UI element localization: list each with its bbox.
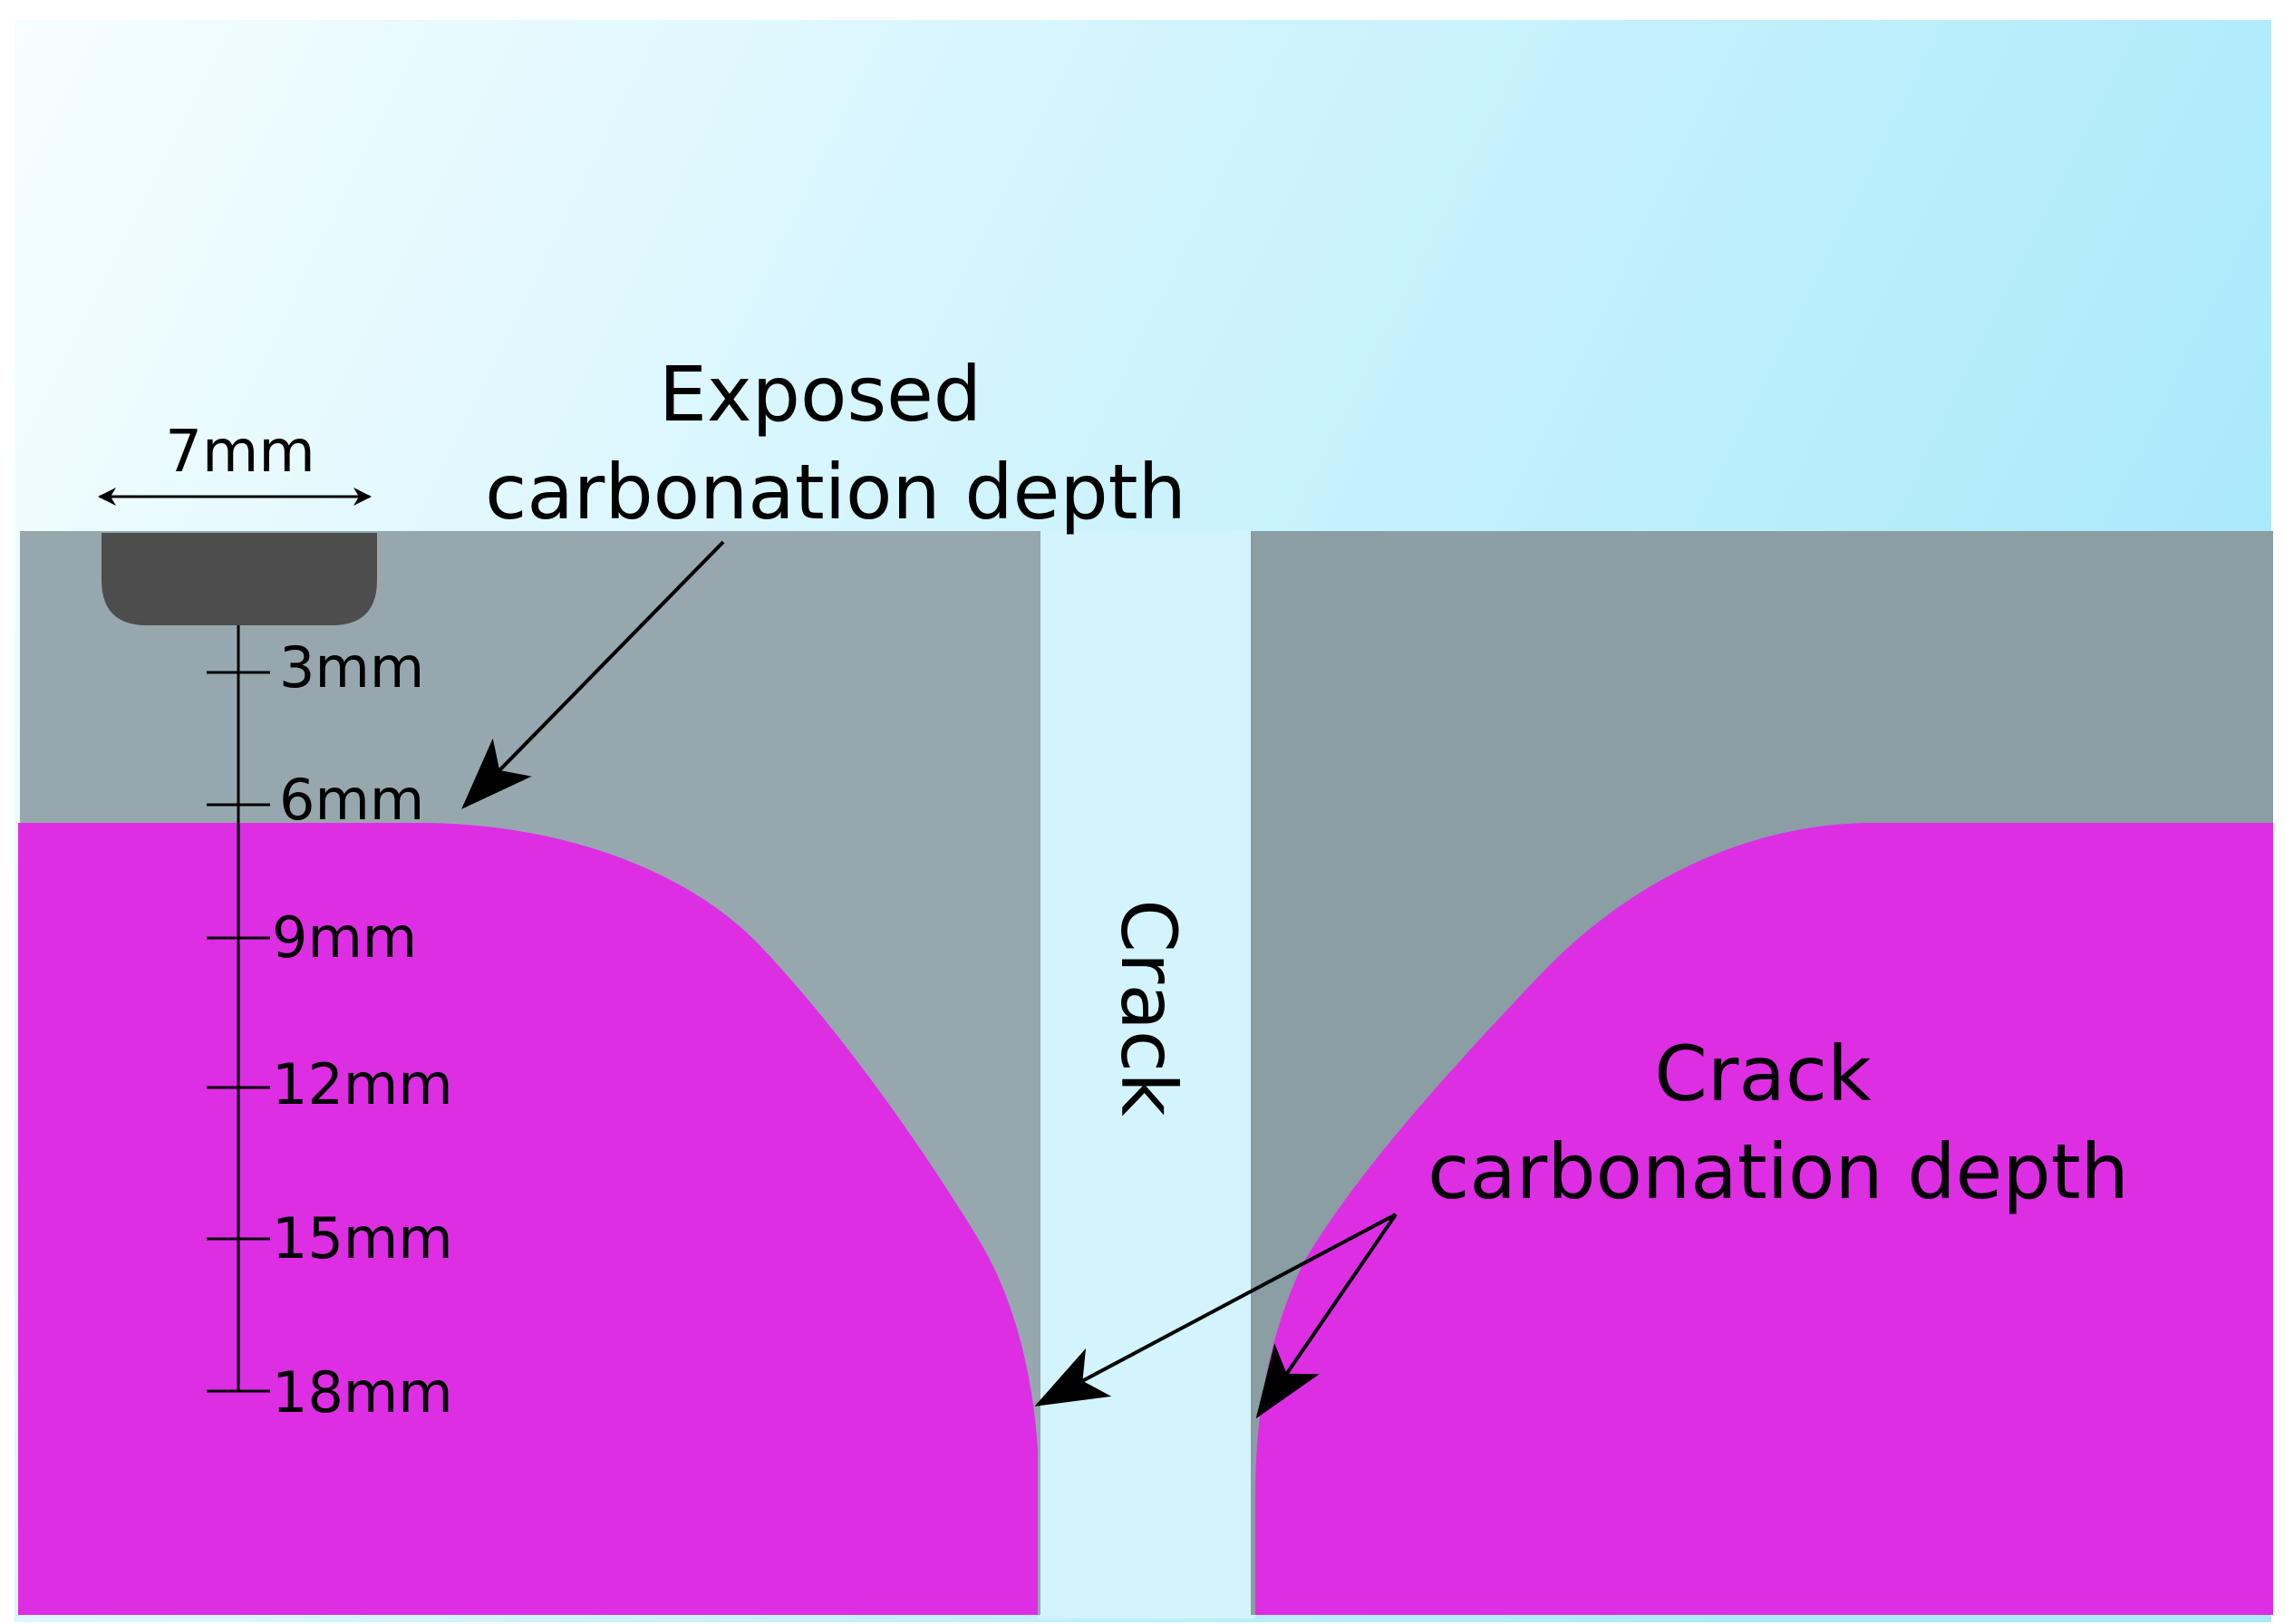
carbonated-region-right [1255, 823, 2273, 1615]
exposed-depth-arrow [461, 540, 725, 809]
tick-label-9mm: 9mm [272, 904, 417, 971]
width-dimension: 7mm [98, 419, 372, 506]
crack-depth-arrow-left [1034, 1213, 1397, 1406]
tick-label-6mm: 6mm [279, 767, 424, 833]
crack-label: Crack [1104, 899, 1193, 1116]
depth-scale: 3mm 6mm 9mm 12mm 15mm 18mm [207, 625, 453, 1426]
exposed-depth-label-line2: carbonation depth [485, 448, 1186, 536]
tick-label-15mm: 15mm [272, 1205, 453, 1271]
crack-depth-label-line2: carbonation depth [1428, 1127, 2129, 1216]
width-dimension-label: 7mm [165, 419, 315, 486]
probe-head [102, 533, 377, 625]
tick-label-18mm: 18mm [272, 1359, 453, 1426]
tick-label-12mm: 12mm [272, 1051, 453, 1117]
crack-depth-arrow-right [1255, 1213, 1398, 1419]
exposed-depth-label-line1: Exposed [659, 350, 982, 439]
tick-label-3mm: 3mm [279, 634, 424, 701]
crack-gap [1038, 531, 1255, 1619]
carbonated-region-left [18, 823, 1038, 1615]
crack-depth-label-line1: Crack [1654, 1030, 1872, 1118]
